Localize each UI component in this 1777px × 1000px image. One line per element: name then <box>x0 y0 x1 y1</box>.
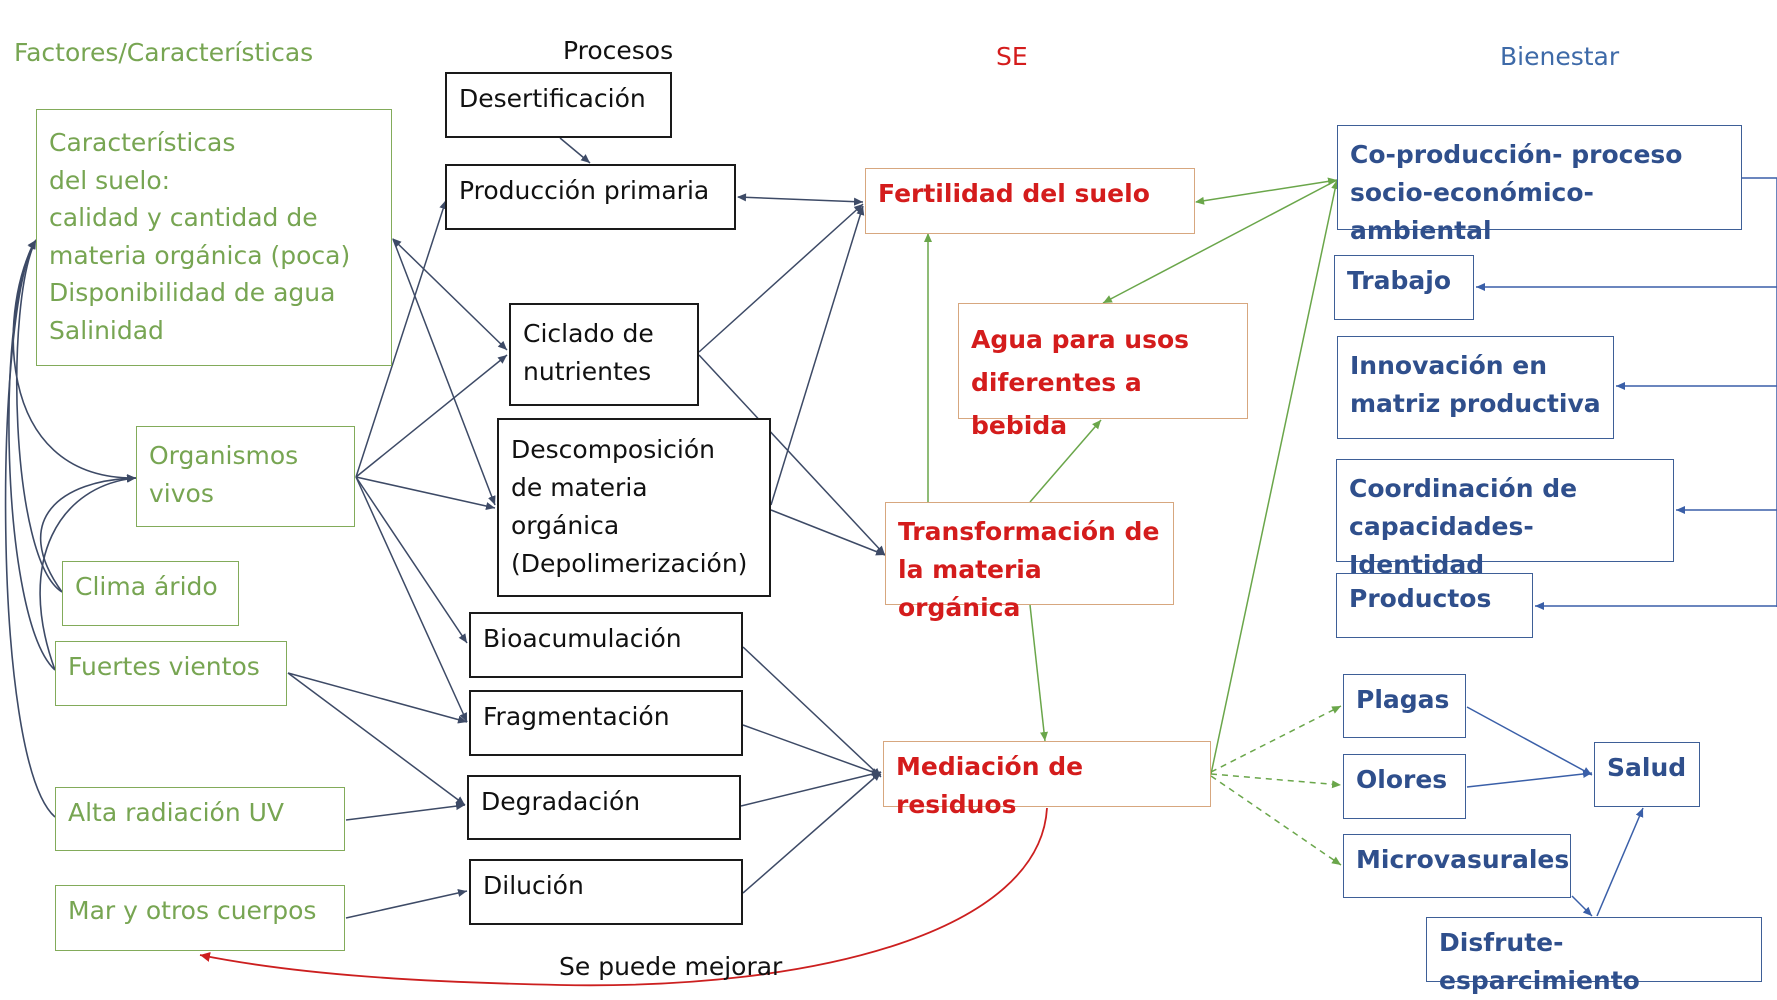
arrow-org-ciclado <box>355 354 508 478</box>
se-fertilidad: Fertilidad del suelo <box>865 168 1195 234</box>
arrow-transform-agua <box>1029 419 1102 503</box>
header-se: SE <box>996 42 1028 71</box>
arrow-org-bioacum <box>355 476 468 644</box>
arrow-ciclado-transform <box>698 354 886 556</box>
arrow-fertilidad-coprod <box>1195 177 1338 205</box>
bienestar-coordinacion: Coordinación de capacidades- Identidad <box>1336 459 1674 579</box>
arrow-bioacum-mediacion <box>742 646 882 778</box>
bienestar-trabajo: Trabajo <box>1334 255 1474 320</box>
arrow-plagas-salud <box>1466 706 1593 776</box>
arrow-mediacion-coprod <box>1210 179 1340 775</box>
arrow-olores-salud <box>1466 770 1593 788</box>
arrow-suelo-ciclado <box>392 238 508 351</box>
arrow-org-produccion <box>355 199 448 478</box>
arrow-descomp-fertilidad <box>770 205 865 506</box>
header-bienestar: Bienestar <box>1500 42 1620 71</box>
arrow-org-descomp <box>355 476 496 510</box>
bienestar-microvasurales: Microvasurales <box>1343 834 1571 898</box>
proceso-dilucion: Dilución <box>469 859 743 925</box>
se-mediacion: Mediación de residuos <box>883 741 1211 819</box>
factor-mar: Mar y otros cuerpos <box>55 885 345 951</box>
arrow-mediacion-olores <box>1210 773 1342 789</box>
arrow-descomp-transform <box>770 509 886 556</box>
arrow-micro-disfrute <box>1571 895 1593 917</box>
bienestar-coproduccion: Co-producción- proceso socio-económico-a… <box>1337 125 1742 245</box>
arrow-clima-to-organismos <box>40 474 137 593</box>
proceso-descomposicion: Descomposición de materia orgánica (Depo… <box>497 418 771 597</box>
bienestar-innovacion: Innovación en matriz productiva <box>1337 336 1614 439</box>
feedback-label: Se puede mejorar <box>559 952 783 981</box>
header-factores: Factores/Características <box>14 38 314 67</box>
arrow-mediacion-micro <box>1210 775 1342 866</box>
bienestar-productos: Productos <box>1336 573 1533 638</box>
proceso-fragmentacion: Fragmentación <box>469 690 743 756</box>
arrow-clima-to-suelo <box>15 239 63 593</box>
arrow-transform-mediacion <box>1029 604 1048 742</box>
arrow-coprod-agua <box>1102 179 1338 304</box>
arrow-disfrute-salud <box>1596 807 1644 917</box>
bienestar-salud: Salud <box>1594 742 1700 807</box>
proceso-bioacumulacion: Bioacumulación <box>469 612 743 678</box>
arrow-desert-to-produccion <box>559 137 591 164</box>
factor-clima: Clima árido <box>62 561 239 626</box>
factor-organismos: Organismos vivos <box>136 426 355 527</box>
proceso-ciclado: Ciclado de nutrientes <box>509 303 699 406</box>
arrow-org-fragment <box>355 476 468 723</box>
bienestar-disfrute: Disfrute-esparcimiento <box>1426 917 1762 995</box>
factor-radiacion: Alta radiación UV <box>55 787 345 851</box>
arrow-fragment-mediacion <box>742 724 882 776</box>
arrow-ciclado-fertilidad <box>698 203 864 353</box>
arrow-radiacion-to-suelo <box>4 239 56 818</box>
arrow-vientos-fragment <box>287 672 468 724</box>
arrow-vientos-to-organismos <box>39 474 137 671</box>
bracket-coprod <box>1742 177 1777 607</box>
bienestar-olores: Olores <box>1343 754 1466 819</box>
bienestar-plagas: Plagas <box>1343 674 1466 738</box>
proceso-degradacion: Degradación <box>467 775 741 840</box>
feedback-curve <box>199 807 1048 987</box>
factor-vientos: Fuertes vientos <box>55 641 287 706</box>
arrow-radiacion-degrad <box>345 802 466 821</box>
header-procesos: Procesos <box>563 36 674 65</box>
proceso-desertificacion: Desertificación <box>445 72 672 138</box>
arrow-mar-dilucion <box>345 889 468 919</box>
factor-suelo: Características del suelo: calidad y can… <box>36 109 392 366</box>
arrow-suelo-to-organismos <box>12 239 137 483</box>
arrow-dilucion-mediacion <box>742 771 882 894</box>
arrow-degrad-mediacion <box>740 770 882 807</box>
arrow-vientos-to-suelo <box>8 239 56 671</box>
arrow-produccion-fertilidad <box>737 193 864 206</box>
se-agua: Agua para usos diferentes a bebida <box>958 303 1248 440</box>
arrow-mediacion-plagas <box>1210 705 1342 773</box>
proceso-produccion: Producción primaria <box>445 164 736 230</box>
arrow-vientos-degrad <box>287 672 466 806</box>
arrow-suelo-descomp <box>392 238 496 506</box>
se-transformacion: Transformación de la materia orgánica <box>885 502 1174 622</box>
